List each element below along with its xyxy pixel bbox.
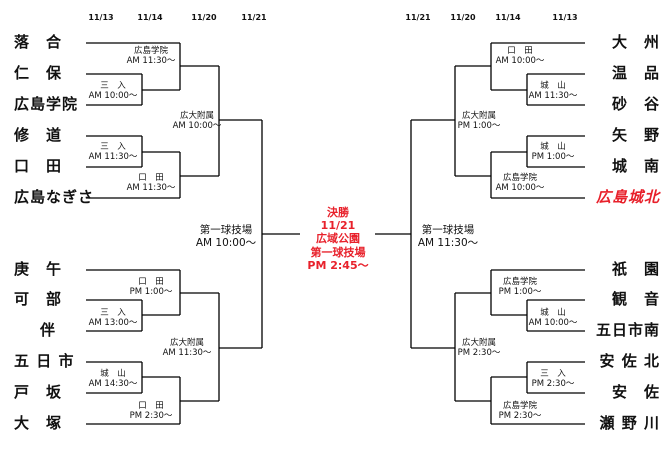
- date-header-right-1: 11/21: [405, 13, 431, 22]
- team-left-10: 五 日 市: [14, 352, 75, 370]
- team-left-1: 落 合: [14, 33, 63, 51]
- team-left-11: 戸 坂: [14, 383, 63, 401]
- team-right-2: 温 品: [611, 64, 660, 82]
- team-right-1: 大 州: [611, 33, 660, 51]
- team-left-4: 修 道: [14, 126, 63, 144]
- team-right-9: 五日市南: [595, 321, 660, 339]
- date-header-left-3: 11/20: [191, 13, 217, 22]
- team-right-5: 城 南: [611, 157, 660, 175]
- team-left-2: 仁 保: [14, 64, 63, 82]
- team-right-6: 広島城北: [595, 188, 660, 206]
- team-left-6: 広島なぎさ: [14, 188, 95, 206]
- date-header-left-4: 11/21: [241, 13, 267, 22]
- team-right-3: 砂 谷: [611, 95, 660, 113]
- team-right-10: 安 佐 北: [599, 352, 660, 370]
- team-left-12: 大 塚: [14, 414, 63, 432]
- team-right-11: 安 佐: [611, 383, 660, 401]
- date-header-left-1: 11/13: [88, 13, 114, 22]
- team-left-7: 庚 午: [14, 260, 63, 278]
- team-right-7: 祇 園: [611, 260, 660, 278]
- team-right-12: 瀬 野 川: [599, 414, 660, 432]
- date-header-right-4: 11/13: [552, 13, 578, 22]
- date-header-right-3: 11/14: [495, 13, 521, 22]
- date-header-left-2: 11/14: [137, 13, 163, 22]
- team-left-8: 可 部: [14, 290, 63, 308]
- team-left-5: 口 田: [14, 157, 63, 175]
- team-right-4: 矢 野: [611, 126, 660, 144]
- team-left-9: 伴: [40, 321, 57, 339]
- team-right-8: 観 音: [611, 290, 660, 308]
- team-left-3: 広島学院: [14, 95, 79, 113]
- date-header-right-2: 11/20: [450, 13, 476, 22]
